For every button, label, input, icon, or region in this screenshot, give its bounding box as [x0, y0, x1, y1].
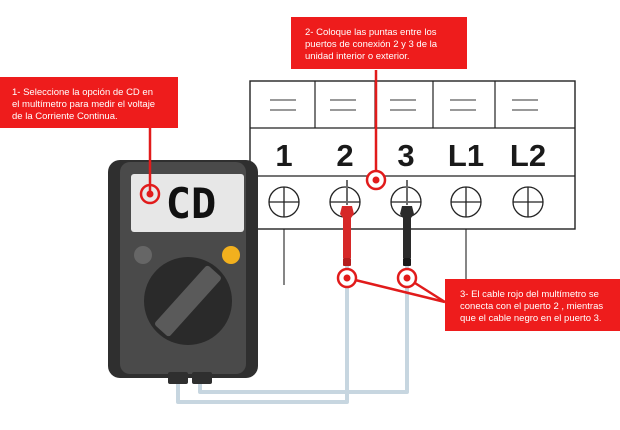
red-lead-cable: [176, 262, 349, 404]
callout-step-2-line-1: 2- Coloque las puntas entre los: [305, 27, 437, 38]
callout-step-2: 2- Coloque las puntas entre los puertos …: [291, 17, 467, 69]
indicator-light-left: [134, 246, 152, 264]
port-label-L2: L2: [510, 138, 546, 173]
screw-icon-port-L1: [450, 186, 482, 218]
port-label-L1: L1: [448, 138, 484, 173]
indicator-light-right: [222, 246, 240, 264]
callout-markers: [139, 169, 418, 289]
red-probe: [340, 180, 354, 266]
screw-icon-port-1: [268, 186, 300, 218]
lcd-display-value: CD: [166, 179, 217, 228]
black-probe: [400, 180, 414, 266]
port-label-2: 2: [336, 138, 353, 173]
callout-step-3-line-1: 3- El cable rojo del multímetro se: [460, 289, 599, 300]
callout-step-2-line-2: puertos de conexión 2 y 3 de la: [305, 39, 438, 50]
marker-icon-between-ports: [365, 169, 387, 191]
callout-step-2-line-3: unidad interior o exterior.: [305, 51, 410, 62]
callout-step-1-line-2: el multímetro para medir el voltaje: [12, 99, 155, 110]
port-label-3: 3: [397, 138, 414, 173]
marker-icon-lcd: [139, 183, 161, 205]
screw-icon-port-L2: [512, 186, 544, 218]
screw-terminals: [268, 186, 544, 218]
callout-step-3-line-2: conecta con el puerto 2 , mientras: [460, 301, 603, 312]
black-lead-cable: [198, 262, 409, 394]
test-lead-cables: [176, 262, 409, 404]
probe-jack-right: [192, 372, 212, 384]
dial-knob[interactable]: [154, 265, 222, 338]
callout-step-3: 3- El cable rojo del multímetro se conec…: [445, 279, 620, 331]
multimeter: [108, 160, 258, 384]
marker-icon-black-lead: [396, 267, 418, 289]
callout-connectors: [148, 70, 446, 304]
callout-step-3-line-3: que el cable negro en el puerto 3.: [460, 313, 602, 324]
callout-step-1-line-1: 1- Seleccione la opción de CD en: [12, 87, 153, 98]
slot-marks: [270, 99, 538, 111]
lcd-screen: [131, 174, 244, 232]
port-label-1: 1: [275, 138, 292, 173]
callout-step-1-line-3: de la Corriente Continua.: [12, 111, 118, 122]
callout-step-1: 1- Seleccione la opción de CD en el mult…: [0, 77, 178, 128]
marker-icon-red-lead: [336, 267, 358, 289]
probe-jack-left: [168, 372, 188, 384]
